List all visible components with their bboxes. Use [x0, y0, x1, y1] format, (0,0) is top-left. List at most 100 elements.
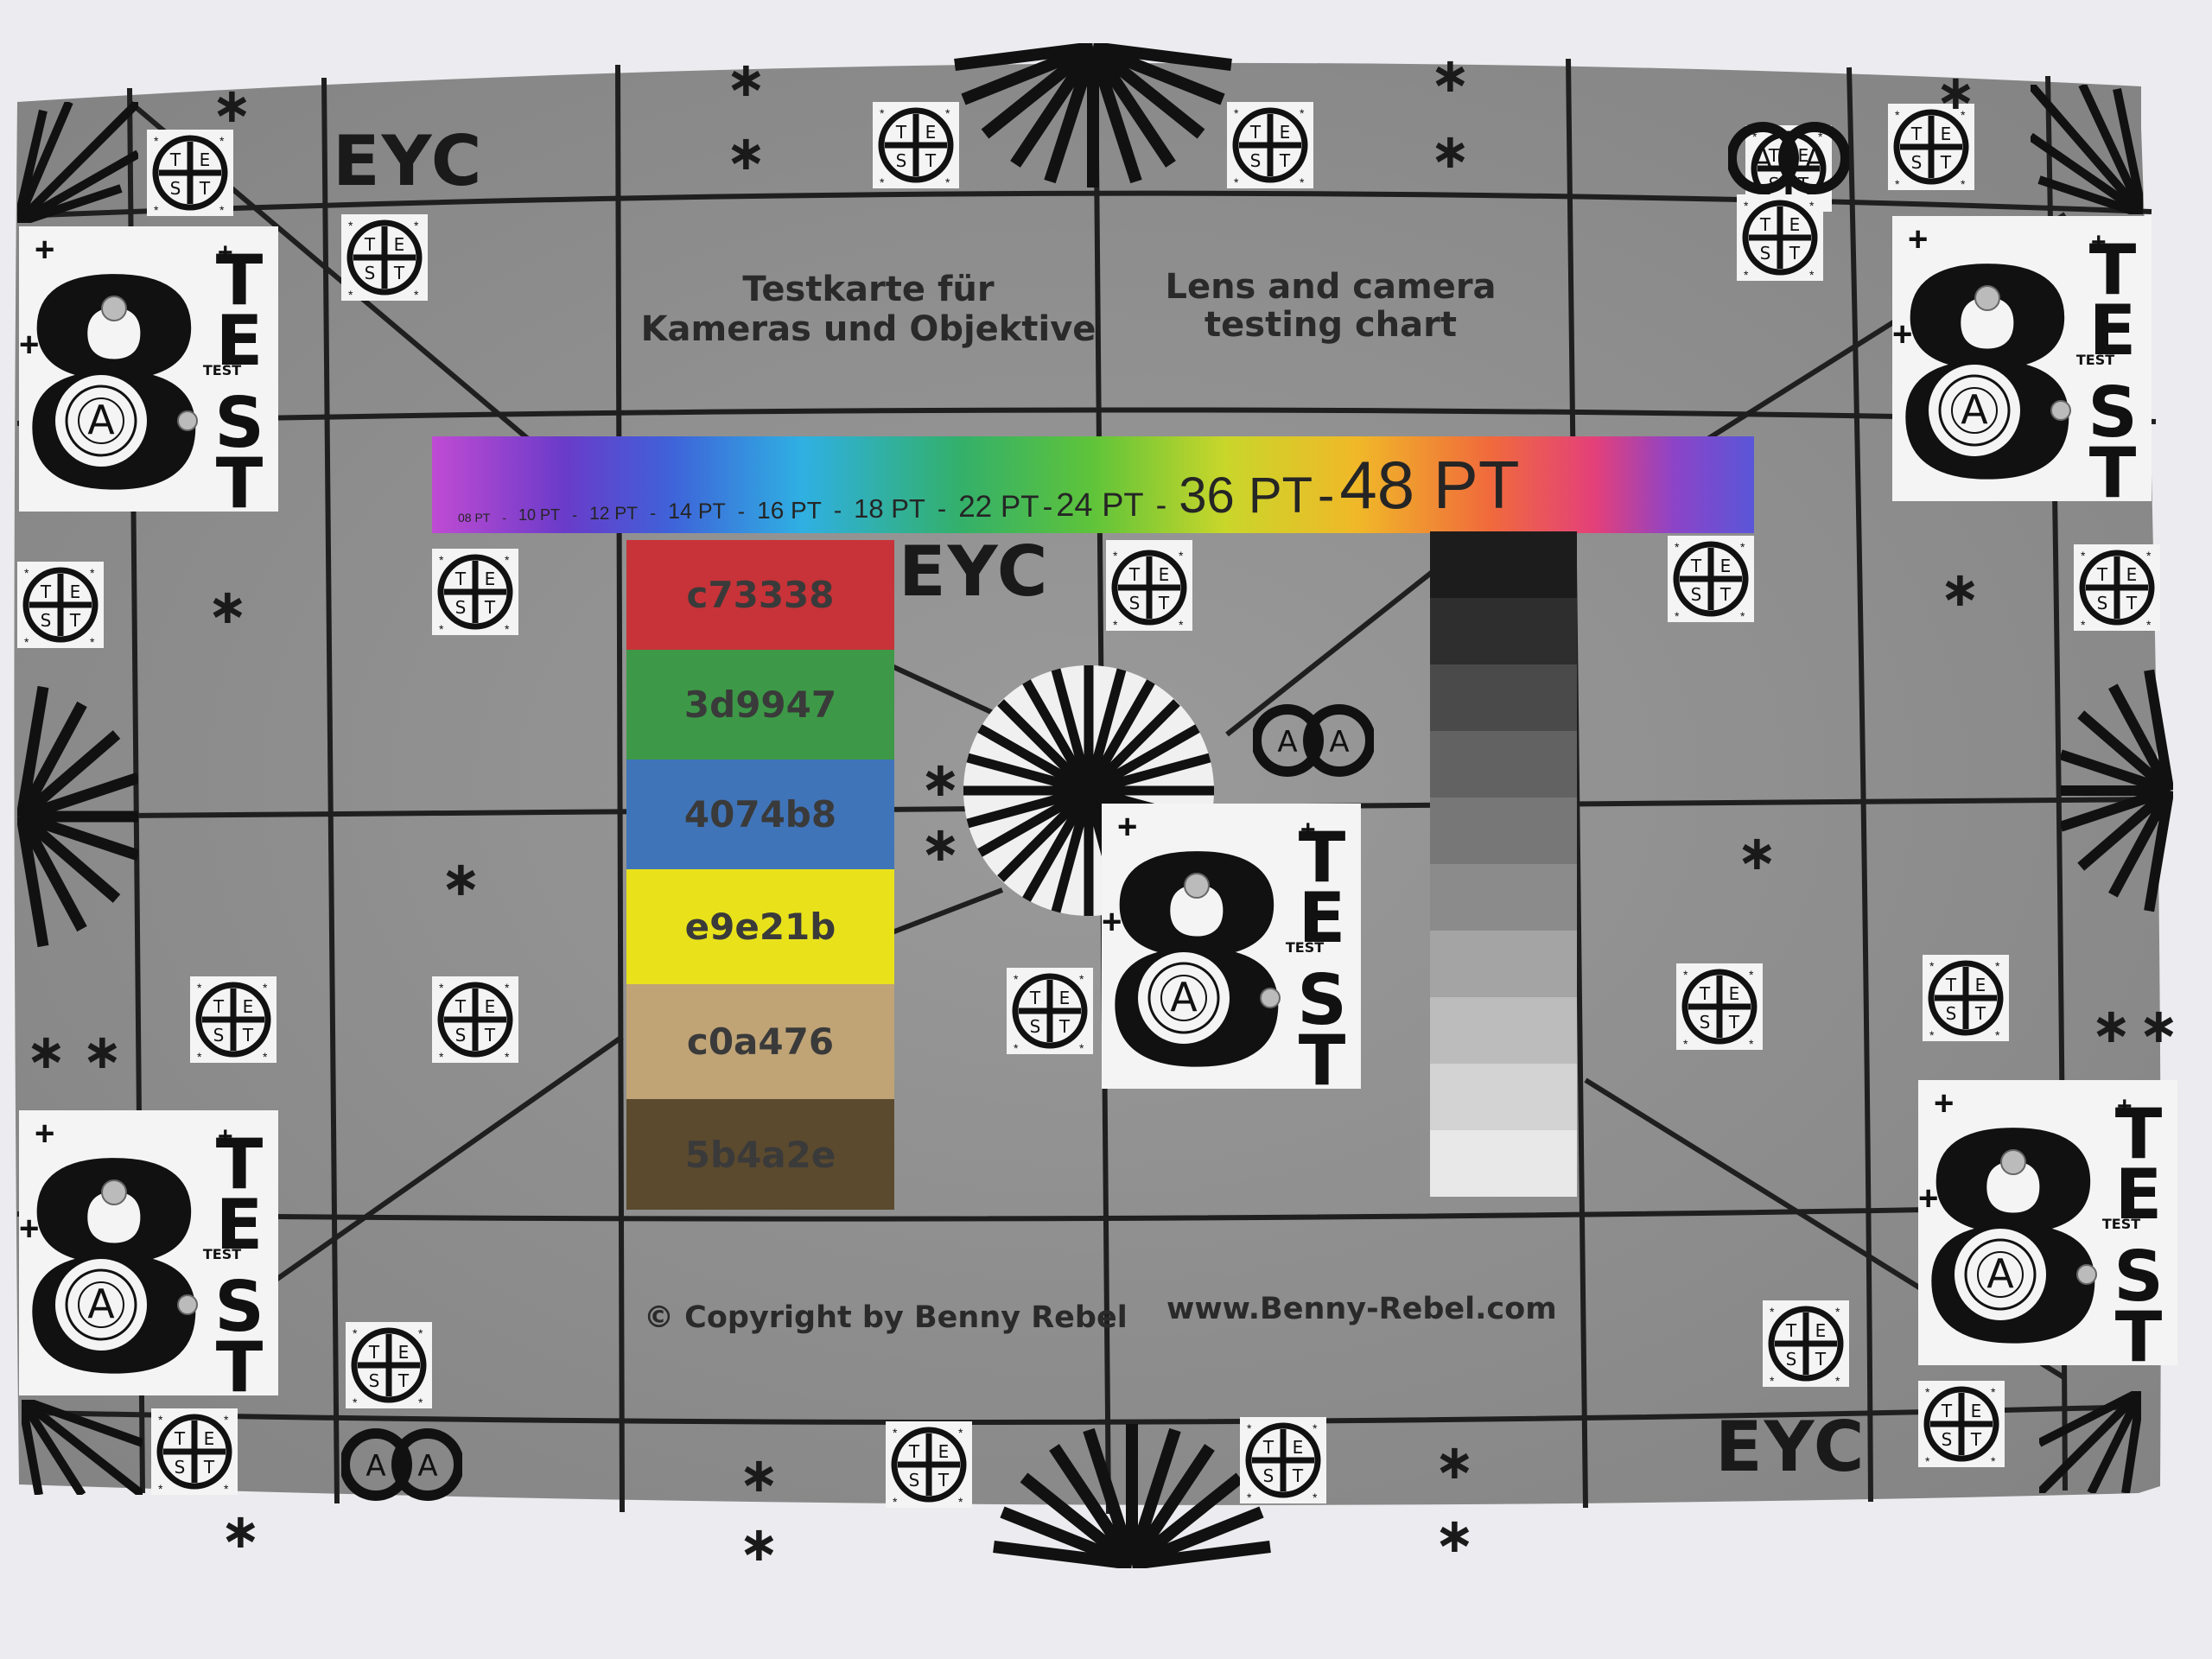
svg-text:A: A — [1961, 386, 1988, 433]
resolution-block-8-test: 8 A T E S T TEST + + + — [1918, 1080, 2177, 1365]
svg-text:*: * — [24, 635, 29, 648]
test-target-tag: T E S T ** ** — [1007, 968, 1093, 1054]
svg-text:E: E — [216, 1185, 264, 1265]
crosshair-target-icon: T E S T ** ** — [1245, 1421, 1321, 1503]
svg-text:T: T — [1759, 214, 1771, 235]
svg-text:T: T — [1945, 975, 1957, 995]
svg-text:A: A — [1329, 725, 1349, 760]
svg-text:E: E — [216, 301, 264, 381]
siemens-star-right — [2061, 669, 2173, 912]
svg-text:T: T — [1128, 564, 1141, 585]
svg-text:*: * — [1835, 1374, 1840, 1387]
svg-text:*: * — [1752, 130, 1758, 143]
svg-text:*: * — [1313, 1491, 1318, 1503]
svg-text:*: * — [1961, 108, 1966, 122]
asterisk-icon: ∗ — [207, 579, 248, 635]
svg-text:*: * — [1740, 609, 1745, 622]
svg-text:*: * — [224, 1413, 229, 1427]
font-size-sep: - — [650, 504, 657, 524]
svg-text:*: * — [418, 1395, 423, 1408]
font-size-color-band — [432, 436, 1754, 533]
svg-text:*: * — [1014, 972, 1019, 986]
svg-text:*: * — [505, 1050, 510, 1063]
svg-text:E: E — [1720, 556, 1732, 576]
title-english-line1: Lens and camera — [1165, 267, 1497, 307]
asterisk-icon: ∗ — [2139, 998, 2179, 1054]
test-target-tag: T E S T ** ** — [17, 562, 104, 648]
svg-text:*: * — [418, 1326, 423, 1340]
svg-text:*: * — [505, 553, 510, 567]
font-size-label-14: 14 PT — [668, 499, 726, 524]
svg-text:*: * — [1740, 540, 1745, 554]
svg-text:E: E — [1798, 145, 1809, 166]
color-swatch-label: 5b4a2e — [684, 1133, 836, 1176]
test-target-tag: T E S T ** ** — [346, 1322, 432, 1408]
svg-text:*: * — [2081, 549, 2086, 563]
svg-text:T: T — [454, 996, 467, 1017]
font-size-label-22: 22 PT — [958, 490, 1039, 524]
crosshair-target-icon: T E S T ** ** — [1681, 968, 1758, 1050]
svg-text:T: T — [216, 1124, 264, 1205]
svg-text:*: * — [505, 622, 510, 635]
svg-text:E: E — [1789, 214, 1801, 235]
svg-text:*: * — [1925, 1454, 1930, 1467]
asterisk-icon: ∗ — [920, 752, 961, 808]
svg-text:S: S — [1297, 960, 1347, 1040]
svg-text:*: * — [2146, 549, 2152, 563]
grayscale-step — [1430, 798, 1577, 864]
title-english: Lens and camera testing chart — [1115, 268, 1547, 344]
svg-text:T: T — [484, 597, 496, 618]
svg-text:S: S — [909, 1470, 920, 1491]
svg-text:A: A — [1170, 974, 1198, 1020]
svg-text:*: * — [1113, 549, 1118, 563]
color-swatch-green: 3d9947 — [626, 650, 894, 760]
svg-text:E: E — [925, 122, 937, 143]
asterisk-icon: ∗ — [739, 1447, 779, 1503]
svg-text:*: * — [1809, 199, 1815, 213]
font-size-sep: - — [1155, 487, 1167, 524]
svg-text:T: T — [1029, 988, 1041, 1008]
svg-text:*: * — [958, 1495, 963, 1508]
svg-text:*: * — [348, 288, 353, 301]
siemens-star-corner-tl — [17, 102, 138, 223]
test-target-tag: T E S T ** ** — [1106, 544, 1192, 631]
svg-text:*: * — [958, 1426, 963, 1440]
grayscale-step — [1430, 864, 1577, 931]
svg-text:*: * — [1749, 968, 1754, 982]
svg-text:T: T — [364, 234, 376, 255]
crosshair-target-icon: T E S T ** ** — [2079, 549, 2155, 631]
svg-text:T: T — [1974, 1003, 1986, 1024]
svg-text:*: * — [219, 134, 225, 148]
svg-text:T: T — [1789, 243, 1801, 264]
resolution-block-8-test: 8 A T E S T TEST + + + — [1892, 216, 2152, 501]
crosshair-target-icon: T E S T ** ** — [195, 981, 271, 1063]
test-target-tag: T E S T ** ** — [1923, 955, 2009, 1041]
eight-test-icon: 8 A T E S T TEST + + + — [19, 1110, 264, 1395]
asterisk-icon: ∗ — [441, 851, 481, 907]
crosshair-target-icon: T E S T ** ** — [1673, 540, 1749, 622]
svg-text:*: * — [1744, 199, 1749, 213]
svg-text:T: T — [397, 1370, 410, 1391]
svg-text:T: T — [1279, 150, 1291, 171]
crosshair-target-icon: T E S T ** ** — [1893, 108, 1969, 190]
svg-text:S: S — [2113, 1236, 2164, 1317]
test-target-tag: T E S T ** ** — [1888, 104, 1974, 190]
svg-text:*: * — [1961, 177, 1966, 190]
svg-text:E: E — [485, 569, 496, 589]
font-size-sep: - — [572, 506, 578, 524]
asterisk-icon: ∗ — [1940, 562, 1980, 618]
svg-text:T: T — [40, 582, 52, 602]
crosshair-target-icon: T E S T ** ** — [1111, 549, 1187, 631]
svg-text:TEST: TEST — [203, 362, 241, 378]
test-target-tag: T E S T ** ** — [873, 102, 959, 188]
svg-text:+: + — [1102, 903, 1122, 941]
svg-text:S: S — [1946, 1003, 1957, 1024]
svg-text:*: * — [1079, 1041, 1084, 1054]
asterisk-icon: ∗ — [1430, 48, 1471, 104]
svg-text:S: S — [41, 610, 52, 631]
test-target-tag: T E S T ** ** — [432, 549, 518, 635]
grayscale-step — [1430, 664, 1577, 731]
svg-text:S: S — [2088, 372, 2138, 453]
